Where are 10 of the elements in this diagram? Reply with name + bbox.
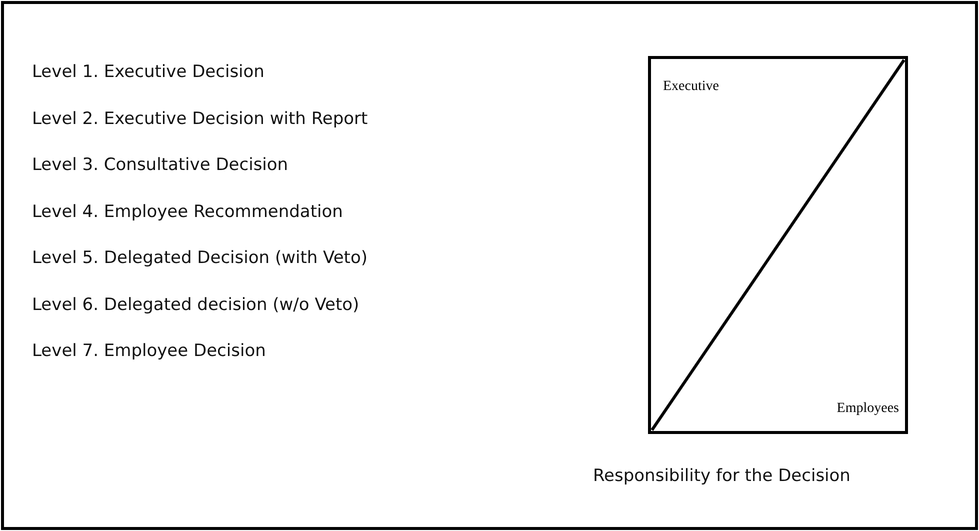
level-text: Level 6. Delegated decision (w/o Veto) [32, 294, 360, 314]
level-text: Level 7. Employee Decision [32, 341, 266, 361]
area-label: Executive [663, 79, 719, 95]
caption-text: Responsibility for the Decision [593, 466, 850, 486]
level-text: Level 2. Executive Decision with Report [32, 108, 368, 128]
area-label: Employees [836, 401, 899, 417]
level-text: Level 3. Consultative Decision [32, 155, 288, 175]
level-text: Level 4. Employee Recommendation [32, 202, 343, 222]
level-text: Level 5. Delegated Decision (with Veto) [32, 248, 368, 268]
level-text: Level 1. Executive Decision [32, 62, 264, 82]
